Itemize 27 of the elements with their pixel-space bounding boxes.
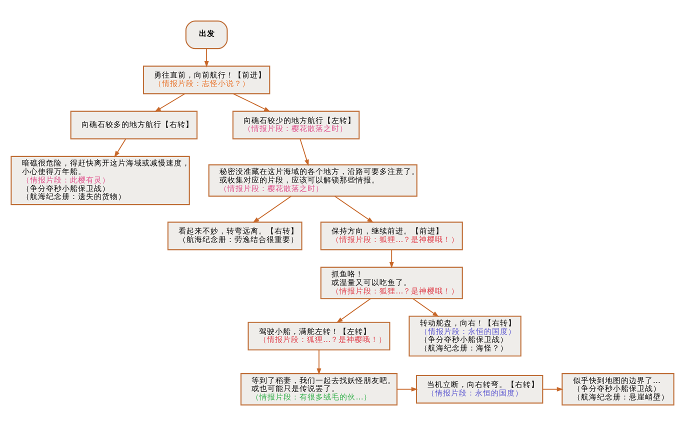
node-box: 保持方向，继续前进。【前进】 （情报片段：狐狸…？是神樱哦！） <box>320 222 463 250</box>
arrow <box>316 349 322 375</box>
node-box: 向礁石较多的地方航行【右转】 <box>70 110 198 140</box>
arrow <box>154 93 186 112</box>
arrow <box>204 48 209 68</box>
node-box: 等到了稻妻，我们一起去找妖怪朋友吧。 或也可能只是传说罢了。 （情报片段：有很多绒毛的伙…） <box>240 373 398 406</box>
node-box: 驾驶小船，满舵左转！【左转】 （情报片段：狐狸…？是神樱哦！） <box>248 322 390 350</box>
node-box: 秘密没准藏在这片海域的各个地方，沿路可要多注意了。 或收集对应的片段，应该可以解锁那些情报。 （情报片段：樱花散落之时） <box>208 164 418 197</box>
arrow <box>300 138 309 166</box>
node-box: 向礁石较少的地方航行【左转】 （情报片段：樱花散落之时） <box>232 110 360 140</box>
node-box: 看起来不妙，转弯远离。【右转】 （航海纪念册：劳逸结合很重要） <box>167 222 302 250</box>
node-box: 当机立断，向右转弯。【右转】 （情报片段：永恒的国度） <box>416 374 544 404</box>
arrow <box>114 138 126 158</box>
arrow <box>336 298 372 324</box>
arrow <box>412 298 439 318</box>
arrow <box>396 387 418 392</box>
node-box: 出发 <box>185 20 228 50</box>
node-box: 转动舵盘，向右！【右转】 （情报片段：永恒的国度） （争分夺秒小船保卫战） （航海纪念册：海怪？） <box>408 316 522 357</box>
node-box: 暗礁很危险，得赶快离开这片海域或减慢速度，小心使得万年船。 （情报片段：此樱有灵） （争分夺秒小船保卫战） （航海纪念册：遗失的货物） <box>10 156 190 206</box>
arrow <box>334 196 374 223</box>
arrow <box>542 387 564 392</box>
arrow <box>232 93 270 112</box>
arrow <box>389 249 394 268</box>
arrow <box>252 196 292 223</box>
node-box: 似乎快到地图的边界了… （争分夺秒小船保卫战） （航海纪念册：悬崖峭壁） <box>562 373 674 406</box>
node-box: 勇往直前，向前航行！【前进】 （情报片段：志怪小说？） <box>142 66 270 94</box>
node-box: 抓鱼咯！ 或温量又可以吃鱼了。 （情报片段：狐狸…？是神樱哦！） <box>320 266 463 300</box>
